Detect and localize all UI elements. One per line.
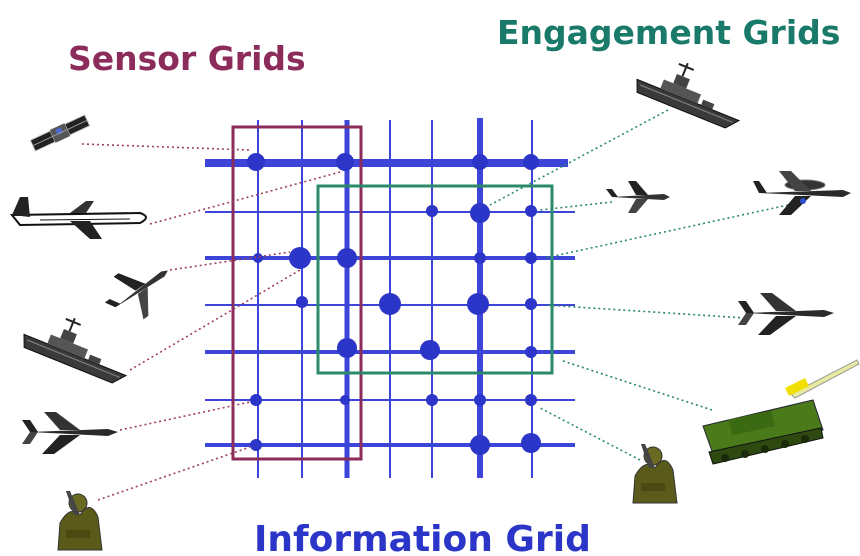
engagement-link — [539, 201, 613, 211]
sensor-link — [129, 269, 301, 371]
warship-icon — [23, 317, 128, 384]
grid-node — [525, 346, 537, 358]
missile-launcher-tank-icon — [702, 359, 860, 465]
engagement-grids-title: Engagement Grids — [497, 13, 840, 52]
grid-node — [247, 153, 265, 171]
jet-fighter-icon — [22, 412, 118, 454]
grid-node — [296, 296, 308, 308]
awacs-aircraft-icon — [753, 171, 851, 215]
information-grid — [205, 118, 575, 478]
grid-node — [521, 433, 541, 453]
grid-node — [525, 205, 537, 217]
grid-node — [336, 153, 354, 171]
grid-node — [474, 252, 486, 264]
engagement-grid-box — [316, 184, 554, 375]
grid-node — [253, 253, 263, 263]
ground-soldier-icon — [632, 444, 678, 504]
jet-fighter-icon — [738, 293, 834, 335]
engagement-link — [539, 407, 641, 461]
fighter-aircraft-icon — [104, 270, 168, 320]
grid-node — [474, 394, 486, 406]
grid-node — [525, 298, 537, 310]
sensor-link — [169, 251, 291, 271]
sensor-links — [81, 143, 341, 501]
sensor-link — [149, 171, 341, 225]
awacs-aircraft-icon — [9, 197, 147, 239]
grid-node — [472, 154, 488, 170]
grid-node — [523, 154, 539, 170]
grid-node — [470, 435, 490, 455]
sensor-link — [81, 143, 251, 151]
information-grid-title: Information Grid — [254, 519, 591, 556]
grid-node — [426, 205, 438, 217]
sensor-grids-title: Sensor Grids — [68, 39, 306, 78]
satellite-icon — [29, 114, 91, 152]
engagement-link — [559, 359, 713, 411]
grid-node — [525, 394, 537, 406]
engagement-links — [489, 109, 789, 461]
grid-node — [426, 394, 438, 406]
sensor-link — [97, 446, 251, 501]
grid-node — [379, 293, 401, 315]
grid-node — [470, 203, 490, 223]
engagement-link — [489, 109, 669, 206]
grid-node — [250, 439, 262, 451]
sensor-link — [119, 401, 251, 431]
grid-node — [467, 293, 489, 315]
grid-node — [340, 395, 350, 405]
ground-soldier-icon — [57, 491, 103, 551]
grid-node — [289, 247, 311, 269]
grid-node — [337, 248, 357, 268]
fighter-aircraft-icon — [606, 181, 670, 213]
engagement-link — [544, 204, 789, 259]
sensor-grid-box — [231, 125, 363, 461]
warship-icon — [636, 62, 741, 129]
grid-node — [250, 394, 262, 406]
grid-node — [525, 252, 537, 264]
engagement-link — [544, 304, 746, 319]
grid-node — [337, 338, 357, 358]
grid-node — [420, 340, 440, 360]
